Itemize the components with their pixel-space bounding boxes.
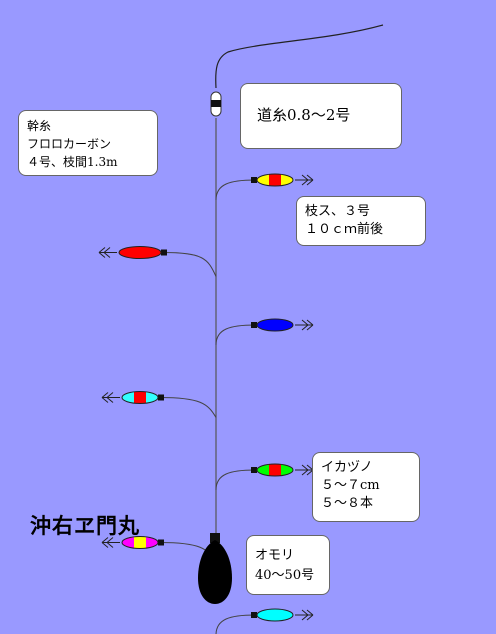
sinker-label: オモリ 40〜50号 xyxy=(246,535,330,595)
sinker xyxy=(198,540,232,604)
squid-lure-3 xyxy=(215,318,314,346)
lure-hooks xyxy=(295,319,314,331)
branch-line-text-2: １０ｃｍ前後 xyxy=(305,222,384,237)
lure-tail xyxy=(251,612,257,618)
lure-body xyxy=(256,318,294,332)
lure-body xyxy=(121,536,159,549)
lure-tail xyxy=(251,177,257,183)
swivel-band xyxy=(211,100,221,107)
lure-hooks xyxy=(98,247,117,258)
lure-tail xyxy=(251,467,257,473)
main-line xyxy=(215,24,384,89)
trunk-line-text-3: ４号、枝間1.3m xyxy=(27,155,118,169)
squid-lure-2 xyxy=(98,246,217,277)
lure-segment xyxy=(257,609,293,621)
lure-hooks xyxy=(295,464,314,476)
sinker-text-2: 40〜50号 xyxy=(255,568,315,583)
sinker-text-1: オモリ xyxy=(255,548,295,563)
squid-lure-5 xyxy=(215,463,314,491)
trunk-line-label: 幹糸 フロロカーボン ４号、枝間1.3m xyxy=(18,110,158,176)
lure-body xyxy=(121,391,159,404)
trunk-line-text-2: フロロカーボン xyxy=(27,137,112,151)
squid-lure-4 xyxy=(101,391,217,418)
squid-lure-text-2: ５〜７cm xyxy=(321,478,380,493)
lure-segment xyxy=(134,536,147,549)
branch-line xyxy=(215,614,256,634)
lure-hooks xyxy=(101,537,120,548)
lure-layer xyxy=(98,173,314,634)
lure-tail xyxy=(158,539,164,546)
squid-lure-text-1: イカヅノ xyxy=(321,460,373,475)
branch-line xyxy=(215,179,256,201)
lure-segment xyxy=(134,391,147,404)
lure-segment xyxy=(257,319,293,331)
squid-lure-text-3: ５〜８本 xyxy=(321,496,374,511)
squid-lure-label: イカヅノ ５〜７cm ５〜８本 xyxy=(312,452,420,522)
trunk-line-text-1: 幹糸 xyxy=(27,119,52,133)
branch-line xyxy=(215,469,256,491)
squid-lure-6 xyxy=(101,536,217,563)
sinker-top xyxy=(210,533,220,543)
lure-hooks xyxy=(101,392,120,403)
lure-tail xyxy=(158,394,164,401)
lure-body xyxy=(256,463,294,477)
lure-segment xyxy=(269,464,282,476)
branch-line-label: 枝ス、３号 １０ｃｍ前後 xyxy=(296,196,426,246)
lure-hooks xyxy=(295,174,314,186)
main-line-label: 道糸0.8〜2号 xyxy=(240,83,402,149)
branch-line xyxy=(162,252,217,277)
main-line-text: 道糸0.8〜2号 xyxy=(257,106,351,124)
lure-body xyxy=(118,246,162,259)
lure-hooks xyxy=(295,609,314,621)
squid-lure-7 xyxy=(215,608,314,634)
lure-segment xyxy=(119,246,161,259)
branch-line-text-1: 枝ス、３号 xyxy=(305,204,371,219)
boat-name: 沖右ヱ門丸 xyxy=(30,514,140,538)
branch-line xyxy=(159,397,217,418)
branch-line xyxy=(215,324,256,346)
squid-lure-1 xyxy=(215,173,314,201)
lure-segment xyxy=(269,174,282,186)
lure-body xyxy=(256,173,294,187)
lure-tail xyxy=(251,322,257,328)
lure-body xyxy=(256,608,294,622)
lure-tail xyxy=(161,249,167,256)
